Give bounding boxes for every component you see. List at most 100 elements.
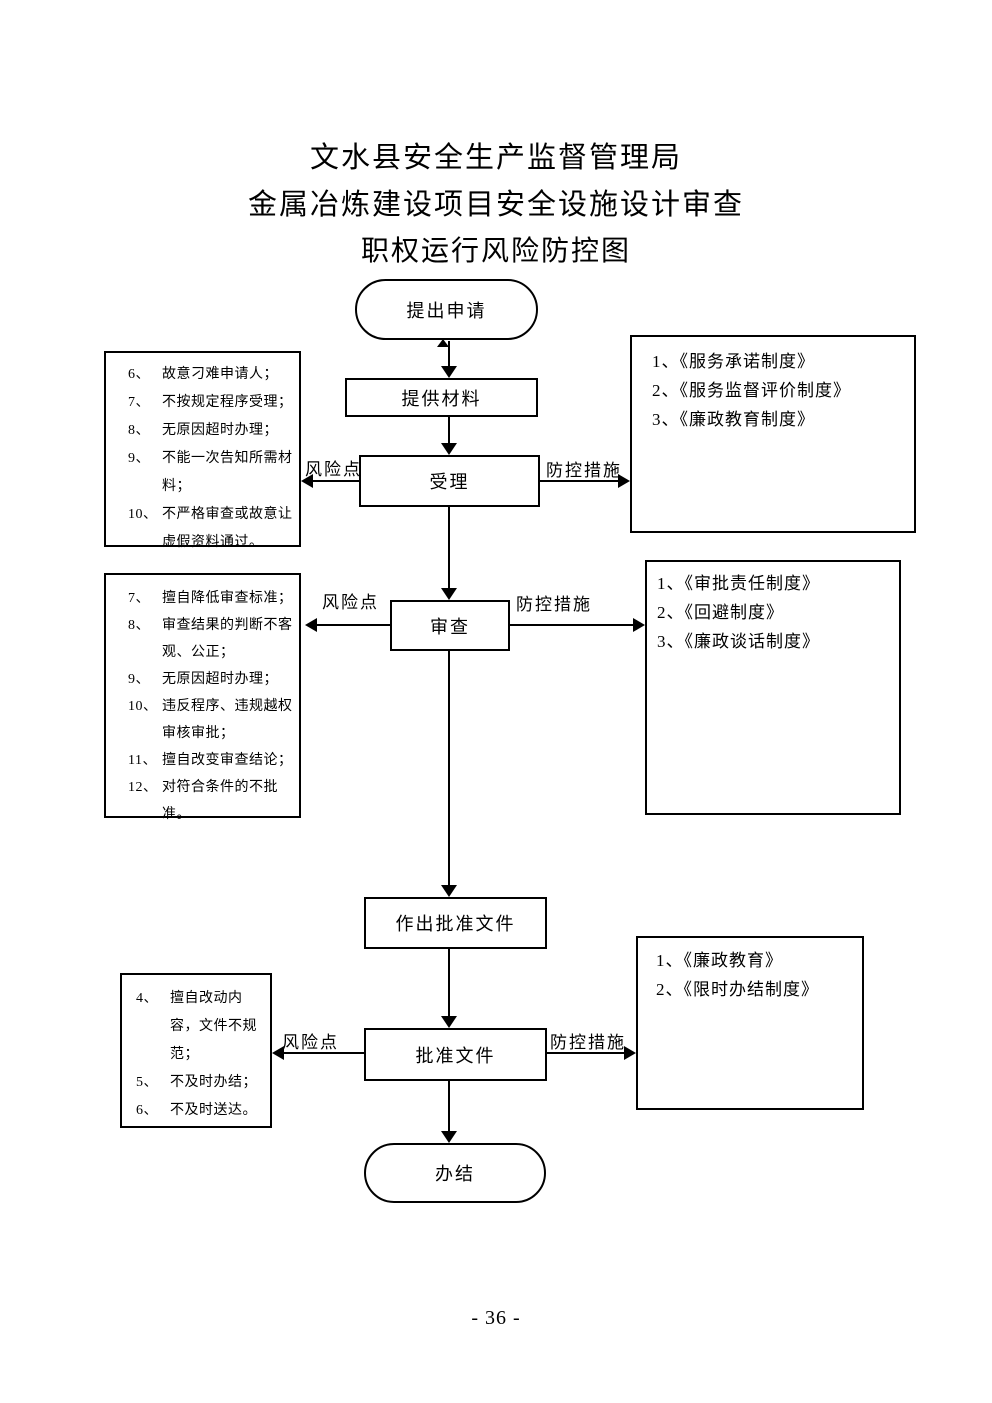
risk-item: 10、 不严格审查或故意让虚假资料通过。: [128, 501, 293, 557]
item-text: 无原因超时办理；: [162, 423, 278, 438]
connector-start-provide-line: [448, 341, 450, 367]
arrow-up-icon: [437, 339, 449, 347]
item-text: 不及时送达。: [170, 1103, 257, 1118]
risk-box-review: 7、 擅自降低审查标准； 8、 审查结果的判断不客观、公正； 9、 无原因超时办…: [104, 573, 301, 822]
item-text: 对符合条件的不批准。: [162, 780, 278, 822]
arrow-down-icon: [441, 885, 457, 897]
item-number: 7、: [128, 591, 150, 606]
risk-point-label-approval: 风险点: [282, 1033, 339, 1052]
arrow-down-icon: [441, 1016, 457, 1028]
risk-item: 9、 无原因超时办理；: [128, 666, 293, 693]
item-text: 擅自降低审查标准；: [162, 591, 293, 606]
risk-item: 5、 不及时办结；: [136, 1069, 264, 1097]
item-number: 5、: [136, 1075, 158, 1090]
page-title-line2: 金属冶炼建设项目安全设施设计审查: [247, 189, 744, 221]
make-approval-label: 作出批准文件: [395, 914, 516, 934]
connector-approval-measure-line: [547, 1052, 625, 1054]
arrow-right-icon: [633, 618, 645, 632]
connector-review-make-line: [448, 651, 450, 886]
measure-item: 2、《限时办结制度》: [656, 980, 819, 999]
provide-materials-label: 提供材料: [401, 388, 482, 409]
connector-make-approval-line: [448, 949, 450, 1017]
item-text: 审查结果的判断不客观、公正；: [162, 618, 293, 660]
arrow-down-icon: [441, 366, 457, 378]
provide-materials-step: 提供材料: [345, 378, 538, 417]
measure-item: 1、《服务承诺制度》: [652, 352, 815, 371]
measure-box-approval: 1、《廉政教育》 2、《限时办结制度》: [636, 936, 864, 1110]
start-terminator: 提出申请: [355, 279, 538, 340]
risk-point-label-review: 风险点: [322, 593, 379, 612]
connector-accept-risk-line: [312, 480, 359, 482]
measure-item: 1、《廉政教育》: [656, 951, 783, 970]
item-number: 6、: [128, 367, 150, 382]
risk-item: 8、 审查结果的判断不客观、公正；: [128, 612, 293, 666]
item-text: 违反程序、违规越权审核审批；: [162, 699, 293, 741]
review-step: 审查: [390, 600, 510, 651]
item-text: 擅自改变审查结论；: [162, 753, 293, 768]
item-number: 11、: [128, 753, 157, 768]
approval-doc-label: 批准文件: [415, 1045, 496, 1066]
item-number: 6、: [136, 1103, 158, 1118]
arrow-down-icon: [441, 1131, 457, 1143]
item-number: 9、: [128, 672, 150, 687]
finish-terminator: 办结: [364, 1143, 546, 1203]
page-title-line3: 职权运行风险防控图: [360, 236, 631, 267]
connector-accept-review-line: [448, 507, 450, 589]
page-title-line1: 文水县安全生产监督管理局: [309, 142, 682, 174]
risk-item: 7、 擅自降低审查标准；: [128, 585, 293, 612]
item-number: 8、: [128, 618, 150, 633]
measure-item: 1、《审批责任制度》: [657, 574, 820, 593]
risk-item: 11、 擅自改变审查结论；: [128, 747, 293, 774]
arrow-right-icon: [618, 474, 630, 488]
item-number: 4、: [136, 991, 158, 1006]
risk-point-label-accept: 风险点: [305, 460, 362, 479]
start-label: 提出申请: [406, 300, 487, 321]
control-measure-label-accept: 防控措施: [546, 461, 622, 480]
risk-box-accept: 6、 故意刁难申请人； 7、 不按规定程序受理； 8、 无原因超时办理； 9、 …: [104, 351, 301, 550]
item-number: 10、: [128, 507, 158, 522]
arrow-down-icon: [441, 588, 457, 600]
approval-doc-step: 批准文件: [364, 1028, 547, 1081]
item-number: 8、: [128, 423, 150, 438]
item-text: 不能一次告知所需材料；: [162, 451, 293, 494]
risk-item: 6、 不及时送达。: [136, 1097, 264, 1125]
item-text: 不严格审查或故意让虚假资料通过。: [162, 507, 293, 550]
risk-item: 9、 不能一次告知所需材料；: [128, 445, 293, 501]
risk-item: 12、 对符合条件的不批准。: [128, 774, 293, 828]
connector-review-risk-line: [316, 624, 390, 626]
item-text: 擅自改动内容，文件不规范；: [170, 991, 257, 1062]
measure-item: 3、《廉政谈话制度》: [657, 632, 820, 651]
connector-approval-risk-line: [284, 1052, 364, 1054]
risk-item: 7、 不按规定程序受理；: [128, 389, 293, 417]
connector-provide-accept-line: [448, 417, 450, 444]
risk-item: 4、 擅自改动内容，文件不规范；: [136, 985, 264, 1069]
measure-item: 3、《廉政教育制度》: [652, 410, 815, 429]
connector-review-measure-line: [510, 624, 634, 626]
measure-item: 2、《回避制度》: [657, 603, 784, 622]
item-number: 10、: [128, 699, 158, 714]
item-text: 不及时办结；: [170, 1075, 257, 1090]
arrow-left-icon: [301, 474, 313, 488]
arrow-right-icon: [624, 1046, 636, 1060]
connector-approval-finish-line: [448, 1081, 450, 1132]
connector-accept-measure-line: [540, 480, 619, 482]
item-text: 不按规定程序受理；: [162, 395, 293, 410]
accept-label: 受理: [429, 472, 470, 492]
finish-label: 办结: [435, 1164, 475, 1184]
measure-box-accept: 1、《服务承诺制度》 2、《服务监督评价制度》 3、《廉政教育制度》: [630, 335, 916, 533]
arrow-left-icon: [272, 1046, 284, 1060]
measure-item: 2、《服务监督评价制度》: [652, 381, 851, 400]
control-measure-label-approval: 防控措施: [550, 1033, 626, 1052]
risk-item: 6、 故意刁难申请人；: [128, 361, 293, 389]
item-text: 故意刁难申请人；: [162, 367, 278, 382]
item-text: 无原因超时办理；: [162, 672, 278, 687]
risk-item: 10、 违反程序、违规越权审核审批；: [128, 693, 293, 747]
page-number: - 36 -: [471, 1307, 521, 1329]
measure-box-review: 1、《审批责任制度》 2、《回避制度》 3、《廉政谈话制度》: [645, 560, 901, 815]
item-number: 9、: [128, 451, 150, 466]
item-number: 7、: [128, 395, 150, 410]
arrow-left-icon: [305, 618, 317, 632]
control-measure-label-review: 防控措施: [516, 595, 592, 614]
accept-step: 受理: [359, 455, 540, 507]
